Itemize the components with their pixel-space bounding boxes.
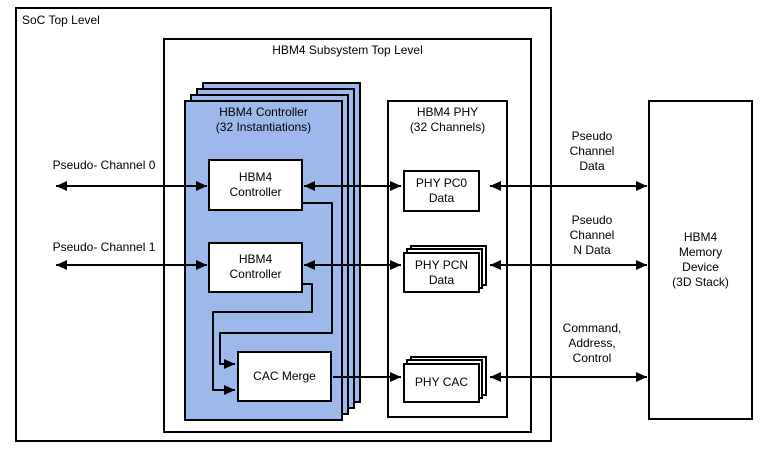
phy-title-line1: HBM4 PHY — [416, 105, 479, 119]
pseudo-channel-n-data-label: Pseudo Channel N Data — [552, 213, 632, 258]
phy-pcn-line2: Data — [428, 273, 455, 287]
subsystem-title: HBM4 Subsystem Top Level — [272, 43, 423, 57]
memory-device-label: HBM4 Memory Device (3D Stack) — [648, 230, 753, 290]
memory-label-line3: Device — [682, 260, 719, 274]
cac-label-line2: Address, — [568, 336, 616, 350]
phy-cac-box — [403, 363, 480, 403]
controller-1-line2: Controller — [229, 267, 282, 281]
soc-label: SoC Top Level — [22, 13, 100, 27]
pseudo-channel-n-data-line2: Channel — [569, 228, 615, 242]
phy-title-line2: (32 Channels) — [409, 120, 486, 134]
controller-0-line1: HBM4 — [238, 170, 273, 184]
memory-label-line4: (3D Stack) — [672, 275, 729, 289]
controller-stack-title-line1: HBM4 Controller — [219, 105, 308, 119]
controller-stack-title: HBM4 Controller (32 Instantiations) — [184, 105, 343, 135]
hbm4-controller-0-label: HBM4 Controller — [208, 170, 303, 200]
pseudo-channel-data-label: Pseudo Channel Data — [552, 129, 632, 174]
memory-label-line2: Memory — [678, 245, 723, 259]
command-address-control-label: Command, Address, Control — [552, 321, 632, 366]
pseudo-channel-data-line2: Channel — [569, 144, 615, 158]
phy-pcn-box — [403, 252, 480, 293]
pseudo-channel-n-data-line1: Pseudo — [571, 213, 613, 227]
memory-label-line1: HBM4 — [683, 230, 718, 244]
memory-device-box — [648, 100, 753, 420]
phy-cac-label: PHY CAC — [414, 375, 469, 389]
pseudo-channel-data-line3: Data — [579, 159, 605, 173]
hbm4-controller-1-label: HBM4 Controller — [208, 252, 303, 282]
pseudo-channel-1-label: Pseudo- Channel 1 — [52, 240, 156, 254]
pseudo-channel-0-label: Pseudo- Channel 0 — [52, 158, 156, 172]
phy-pc0-box — [403, 170, 480, 212]
controller-0-line2: Controller — [229, 185, 282, 199]
pseudo-channel-n-data-line3: N Data — [573, 243, 611, 257]
pseudo-channel-data-line1: Pseudo — [571, 129, 613, 143]
cac-label-line1: Command, — [562, 321, 622, 335]
phy-pc0-line1: PHY PC0 — [415, 176, 468, 190]
phy-pc0-label: PHY PC0 Data — [403, 176, 480, 206]
cac-label-line3: Control — [572, 351, 612, 365]
controller-stack-title-line2: (32 Instantiations) — [215, 120, 312, 134]
phy-pc0-line2: Data — [428, 191, 455, 205]
cac-merge-label: CAC Merge — [253, 369, 316, 383]
phy-title: HBM4 PHY (32 Channels) — [387, 105, 508, 135]
phy-pcn-label: PHY PCN Data — [403, 258, 480, 288]
phy-pcn-line1: PHY PCN — [414, 258, 469, 272]
controller-1-line1: HBM4 — [238, 252, 273, 266]
